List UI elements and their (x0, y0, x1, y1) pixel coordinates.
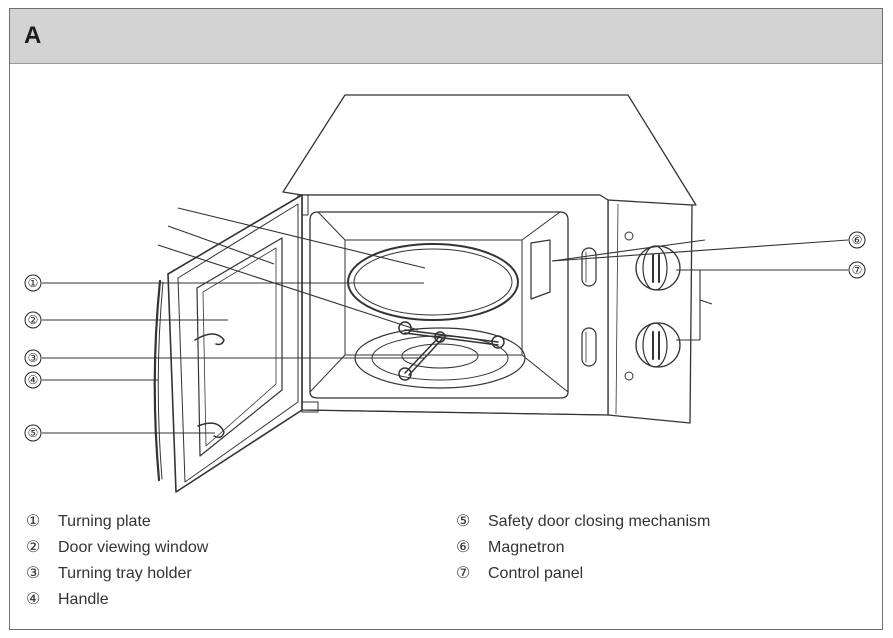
legend-label: Handle (58, 591, 109, 608)
turning-plate-shape (347, 243, 519, 321)
figure-header: A (10, 9, 882, 64)
legend-item-door-viewing-window: ② Door viewing window (26, 537, 208, 557)
control-knob-lower (635, 322, 681, 368)
figure-title: A (24, 22, 42, 49)
door-viewing-window-shape (196, 237, 283, 457)
legend-marker: ⑦ (456, 565, 471, 582)
callout-marker-1: ① (28, 276, 39, 290)
callout-marker-5: ⑤ (28, 426, 39, 440)
legend-label: Magnetron (488, 539, 565, 556)
legend-marker: ④ (26, 591, 41, 608)
callout-marker-4: ④ (28, 373, 39, 387)
legend-marker: ① (26, 513, 41, 530)
legend-label: Control panel (488, 565, 584, 582)
legend-label: Turning tray holder (58, 565, 192, 582)
legend-item-control-panel: ⑦ Control panel (456, 563, 583, 583)
cabinet-top (282, 94, 697, 206)
legend-item-turning-plate: ① Turning plate (26, 511, 151, 531)
legend-marker: ② (26, 539, 41, 556)
legend-label: Turning plate (58, 513, 151, 530)
legend-item-turning-tray-holder: ③ Turning tray holder (26, 563, 192, 583)
turning-tray-holder-shape (398, 321, 505, 381)
legend-marker: ⑤ (456, 513, 471, 530)
legend-label: Door viewing window (58, 539, 209, 556)
callout-marker-6: ⑥ (852, 233, 863, 247)
callout-marker-7: ⑦ (852, 263, 863, 277)
legend-item-safety-door-closing-mechanism: ⑤ Safety door closing mechanism (456, 511, 710, 531)
legend-item-handle: ④ Handle (26, 589, 109, 609)
legend-label: Safety door closing mechanism (488, 513, 711, 530)
callout-marker-3: ③ (28, 351, 39, 365)
legend-marker: ③ (26, 565, 41, 582)
callout-marker-2: ② (28, 313, 39, 327)
control-panel-face (607, 199, 693, 424)
legend-marker: ⑥ (456, 539, 471, 556)
legend-item-magnetron: ⑥ Magnetron (456, 537, 565, 557)
magnetron-cover (530, 239, 551, 300)
